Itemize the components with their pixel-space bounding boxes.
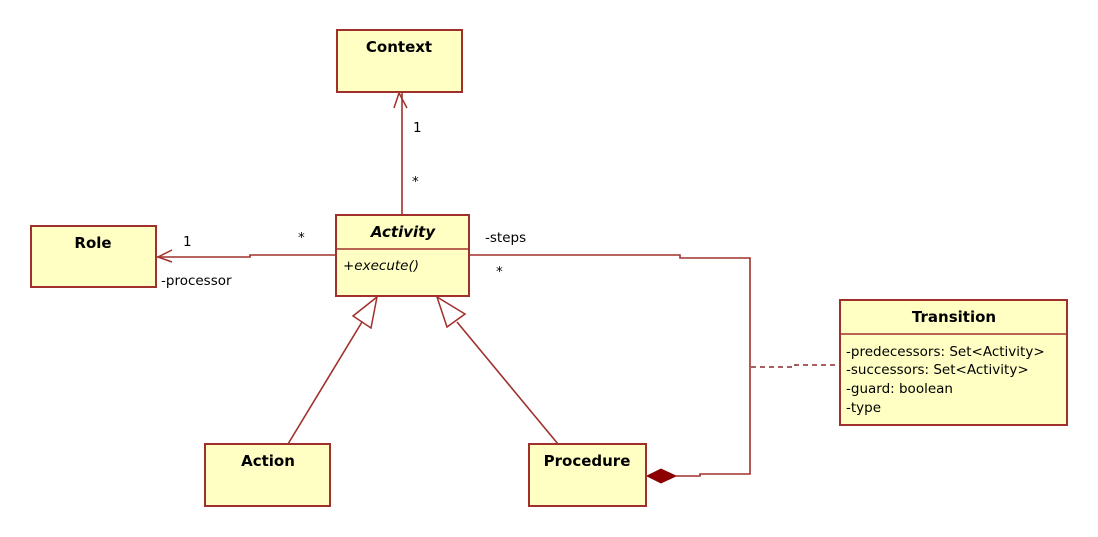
- multiplicity-role-end: 1: [183, 234, 192, 250]
- class-name: Action: [241, 452, 295, 470]
- class-box: [335, 214, 470, 297]
- open-arrowhead-icon: [156, 249, 173, 263]
- class-box: [839, 299, 1068, 426]
- attribute-successors: -successors: Set<Activity>: [846, 362, 1029, 378]
- attribute-guard: -guard: boolean: [846, 381, 953, 397]
- multiplicity-steps: *: [496, 264, 503, 280]
- association-activity-context[interactable]: 1 *: [393, 91, 422, 214]
- class-box: [204, 443, 331, 507]
- composition-procedure-steps[interactable]: -steps *: [469, 230, 751, 484]
- class-activity[interactable]: Activity +execute(): [335, 214, 470, 297]
- class-name: Activity: [370, 223, 436, 241]
- class-transition[interactable]: Transition -predecessors: Set<Activity> …: [839, 299, 1068, 426]
- class-context[interactable]: Context: [336, 29, 463, 93]
- generalization-procedure-activity[interactable]: [435, 295, 559, 445]
- generalization-action-activity[interactable]: [287, 295, 379, 445]
- association-class-link[interactable]: [751, 364, 840, 368]
- class-procedure[interactable]: Procedure: [528, 443, 647, 507]
- attribute-predecessors: -predecessors: Set<Activity>: [846, 344, 1045, 360]
- generalization-line: [456, 321, 559, 445]
- composition-line: [469, 254, 751, 477]
- filled-diamond-icon: [645, 468, 678, 484]
- multiplicity-activity-end: *: [298, 230, 305, 246]
- hollow-triangle-icon: [351, 295, 379, 330]
- association-activity-role[interactable]: 1 * -processor: [156, 230, 336, 289]
- hollow-triangle-icon: [435, 295, 467, 329]
- generalization-line: [287, 321, 363, 445]
- class-name: Transition: [912, 308, 996, 326]
- multiplicity-activity-end: *: [412, 174, 419, 190]
- operation-execute: +execute(): [343, 258, 419, 274]
- role-name-steps: -steps: [485, 230, 526, 246]
- class-box: [528, 443, 647, 507]
- class-role[interactable]: Role: [30, 225, 157, 288]
- open-arrowhead-icon: [393, 91, 408, 109]
- multiplicity-context-end: 1: [413, 120, 422, 136]
- association-line: [157, 254, 336, 258]
- class-box: [30, 225, 157, 288]
- class-name: Procedure: [544, 452, 631, 470]
- dashed-line: [751, 364, 840, 368]
- attribute-type: -type: [846, 400, 881, 416]
- class-name: Context: [366, 38, 432, 56]
- class-action[interactable]: Action: [204, 443, 331, 507]
- role-name-processor: -processor: [161, 273, 232, 289]
- class-name: Role: [74, 234, 111, 252]
- class-box: [336, 29, 463, 93]
